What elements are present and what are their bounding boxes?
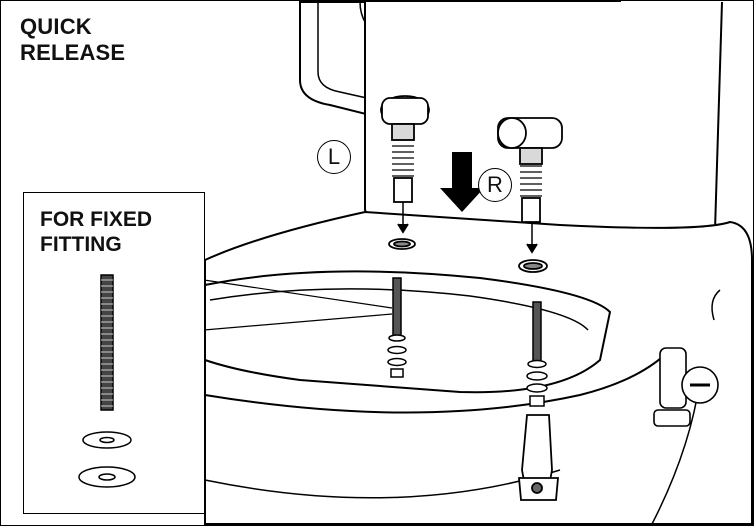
arrow-down-icon xyxy=(440,152,484,212)
fitting-tool xyxy=(518,414,559,501)
left-hinge-callout: L xyxy=(317,140,351,174)
left-hinge-label: L xyxy=(327,144,341,169)
quick-release-title: QUICK RELEASE xyxy=(20,14,126,65)
left-hinge xyxy=(380,95,430,250)
right-hinge-label: R xyxy=(487,172,503,197)
fixed-fitting-inset: FOR FIXED FITTING xyxy=(23,192,205,514)
right-hinge xyxy=(497,117,563,273)
leader-lines xyxy=(203,279,393,331)
fixed-fitting-title: FOR FIXED FITTING xyxy=(40,208,153,256)
toilet-pan xyxy=(204,210,753,525)
fixing-bolts xyxy=(387,277,548,407)
water-valve xyxy=(653,347,719,427)
right-hinge-callout: R xyxy=(478,168,512,202)
